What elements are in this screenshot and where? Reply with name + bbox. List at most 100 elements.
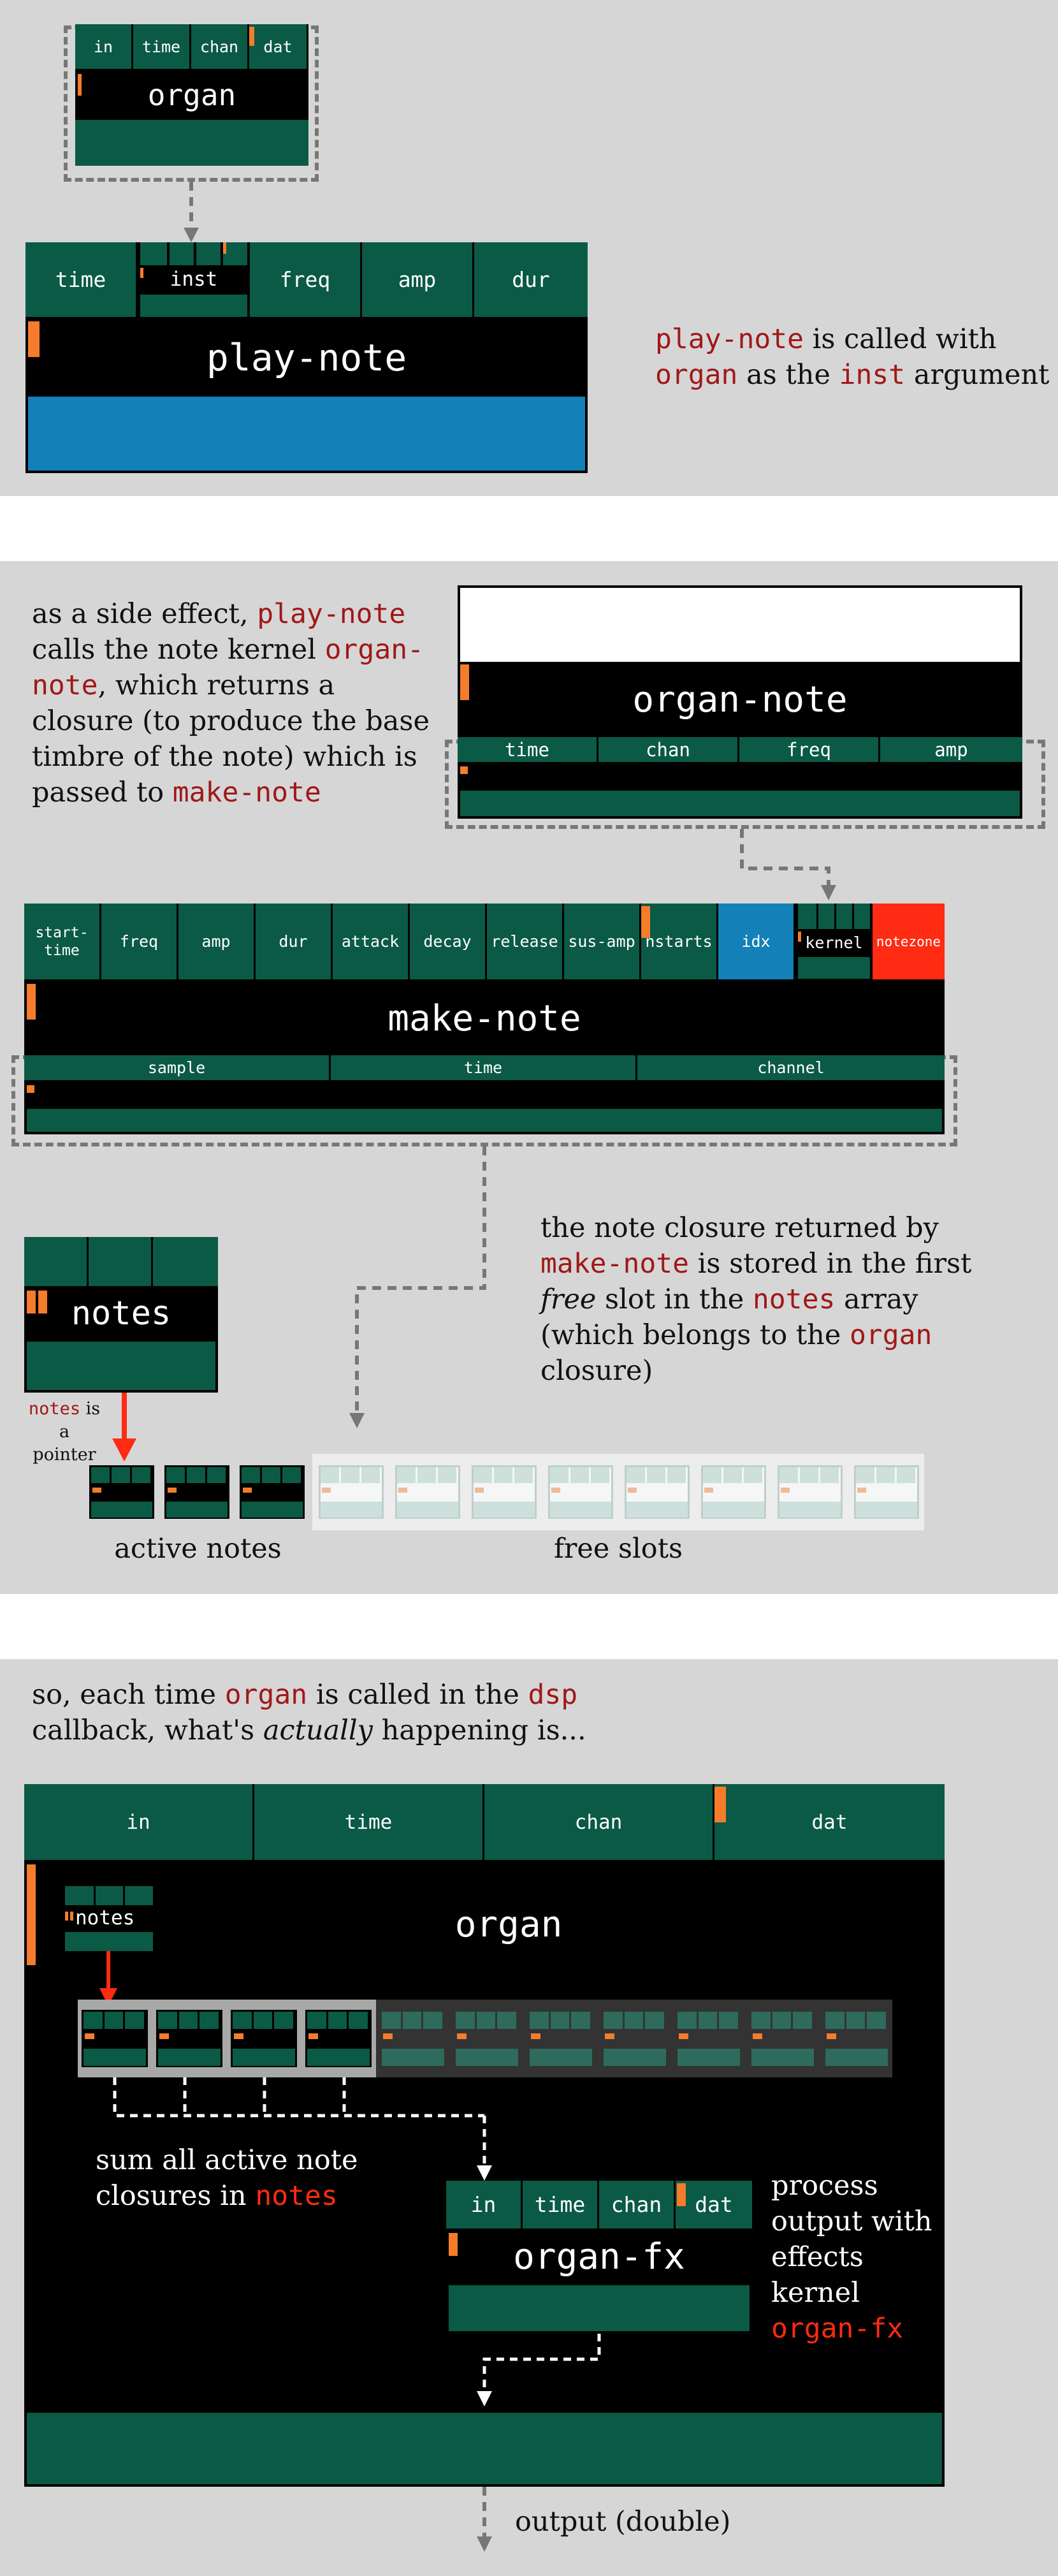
organ-note-header (460, 588, 1020, 662)
makenote-field-sample: sample (24, 1055, 331, 1082)
organnote-field-freq: freq (739, 737, 880, 764)
makenote-field-release: release (487, 904, 564, 981)
output-arrow (477, 2487, 492, 2552)
inner-active-slot (231, 2010, 297, 2067)
make-note-body (27, 1109, 942, 1132)
organnote-field-amp: amp (880, 737, 1022, 764)
fx-field-in: in (446, 2181, 523, 2230)
playnote-field-dur: dur (474, 242, 588, 319)
notes-box: notes (24, 1237, 218, 1393)
notes-field-3 (153, 1237, 218, 1288)
fx-output-arrow (477, 2334, 601, 2406)
inner-active-slot (156, 2010, 222, 2067)
organ-large-marker (27, 1864, 36, 1965)
organnote-field-time: time (458, 737, 598, 764)
kernel-label: kernel (805, 933, 863, 952)
organ-box: in time chan dat organ (75, 24, 308, 166)
organ-fx-box: in time chan dat organ-fx (446, 2181, 752, 2334)
notes-title: notes (71, 1294, 171, 1333)
organ-large-title: organ (454, 1903, 563, 1945)
inst-label: inst (170, 268, 218, 291)
makenote-field-nstarts: nstarts (641, 904, 718, 981)
makenote-field-dur: dur (256, 904, 333, 981)
organ-large-field-time: time (254, 1784, 484, 1862)
organ-field-chan: chan (191, 24, 249, 71)
organ-body (75, 120, 308, 166)
inner-free-slot (602, 2010, 668, 2067)
organ-marker (78, 74, 82, 96)
fx-caption: process output with effects kernel organ… (771, 2170, 932, 2345)
organ-field-dat: dat (249, 24, 308, 71)
inner-active-slot (82, 2010, 148, 2067)
makenote-field-kernel: kernel (795, 904, 873, 981)
free-note-slot (472, 1465, 537, 1519)
playnote-field-time: time (25, 242, 138, 319)
play-note-body (28, 397, 585, 471)
notes-field-1 (24, 1237, 89, 1288)
pointer-arrow (112, 1393, 136, 1461)
make-note-box: start- time freq amp dur attack decay re… (24, 904, 945, 1134)
free-note-slot (701, 1465, 766, 1519)
makenote-field-notezone: notezone (873, 904, 945, 981)
organ-note-marker (460, 664, 469, 700)
free-note-slot (625, 1465, 690, 1519)
makenote-field-idx: idx (718, 904, 795, 981)
free-note-slot (548, 1465, 613, 1519)
makenote-field-decay: decay (410, 904, 487, 981)
playnote-field-amp: amp (362, 242, 474, 319)
mini-notes-fields (65, 1886, 153, 1905)
fx-field-chan: chan (599, 2181, 676, 2230)
active-note-slot (240, 1465, 305, 1519)
organnote-field-chan: chan (598, 737, 739, 764)
makenote-field-time2: time (331, 1055, 637, 1082)
free-note-slot (854, 1465, 919, 1519)
organ-field-time: time (133, 24, 191, 71)
inner-free-slot (750, 2010, 816, 2067)
makenote-marker (27, 984, 36, 1020)
active-note-slot (89, 1465, 154, 1519)
caption-side-effect: as a side effect, play-note calls the no… (32, 598, 430, 809)
free-note-slot (778, 1465, 843, 1519)
notes-marker (27, 1291, 36, 1314)
organ-fx-body (449, 2285, 750, 2331)
inner-pointer-arrow (99, 1951, 117, 2006)
organ-fx-title: organ-fx (513, 2236, 685, 2278)
free-slots-label: free slots (553, 1533, 683, 1565)
makenote-field-freq: freq (101, 904, 178, 981)
inner-free-slot (676, 2010, 742, 2067)
organ-field-in: in (75, 24, 133, 71)
organ-large-field-in: in (24, 1784, 254, 1862)
make-note-title: make-note (388, 997, 581, 1039)
organ-large-body (27, 2413, 942, 2484)
active-note-slot (164, 1465, 229, 1519)
arrow-organnote-to-kernel (740, 829, 836, 900)
makenote-field-sus-amp: sus-amp (564, 904, 641, 981)
notes-field-2 (89, 1237, 153, 1288)
caption-play-note: play-note is called with organ as the in… (655, 323, 1050, 391)
makenote-field-amp: amp (178, 904, 256, 981)
organ-note-title: organ-note (632, 678, 848, 721)
inner-free-slot (454, 2010, 520, 2067)
organ-note-body (460, 791, 1020, 816)
mini-notes-label: notes (75, 1906, 135, 1929)
makenote-field-channel: channel (637, 1055, 945, 1082)
fx-field-time: time (523, 2181, 599, 2230)
fx-field-dat: dat (676, 2181, 752, 2230)
active-notes-label: active notes (114, 1533, 282, 1565)
makenote-field-attack: attack (333, 904, 410, 981)
arrow-organ-to-playnote (184, 182, 199, 242)
inner-free-slot (380, 2010, 446, 2067)
organ-large-field-chan: chan (484, 1784, 714, 1862)
organ-title: organ (147, 78, 236, 112)
sum-caption: sum all active note closures in notes (96, 2144, 358, 2212)
free-note-slot (395, 1465, 460, 1519)
inner-free-slot (528, 2010, 594, 2067)
playnote-field-inst: inst (138, 242, 250, 319)
play-note-box: time inst freq amp dur play-note (25, 242, 588, 473)
fx-marker (449, 2233, 458, 2256)
playnote-marker (28, 321, 40, 357)
playnote-field-freq: freq (250, 242, 362, 319)
mini-notes-body (65, 1932, 153, 1951)
caption-note-closure: the note closure returned by make-note i… (540, 1212, 972, 1387)
free-note-slot (319, 1465, 384, 1519)
